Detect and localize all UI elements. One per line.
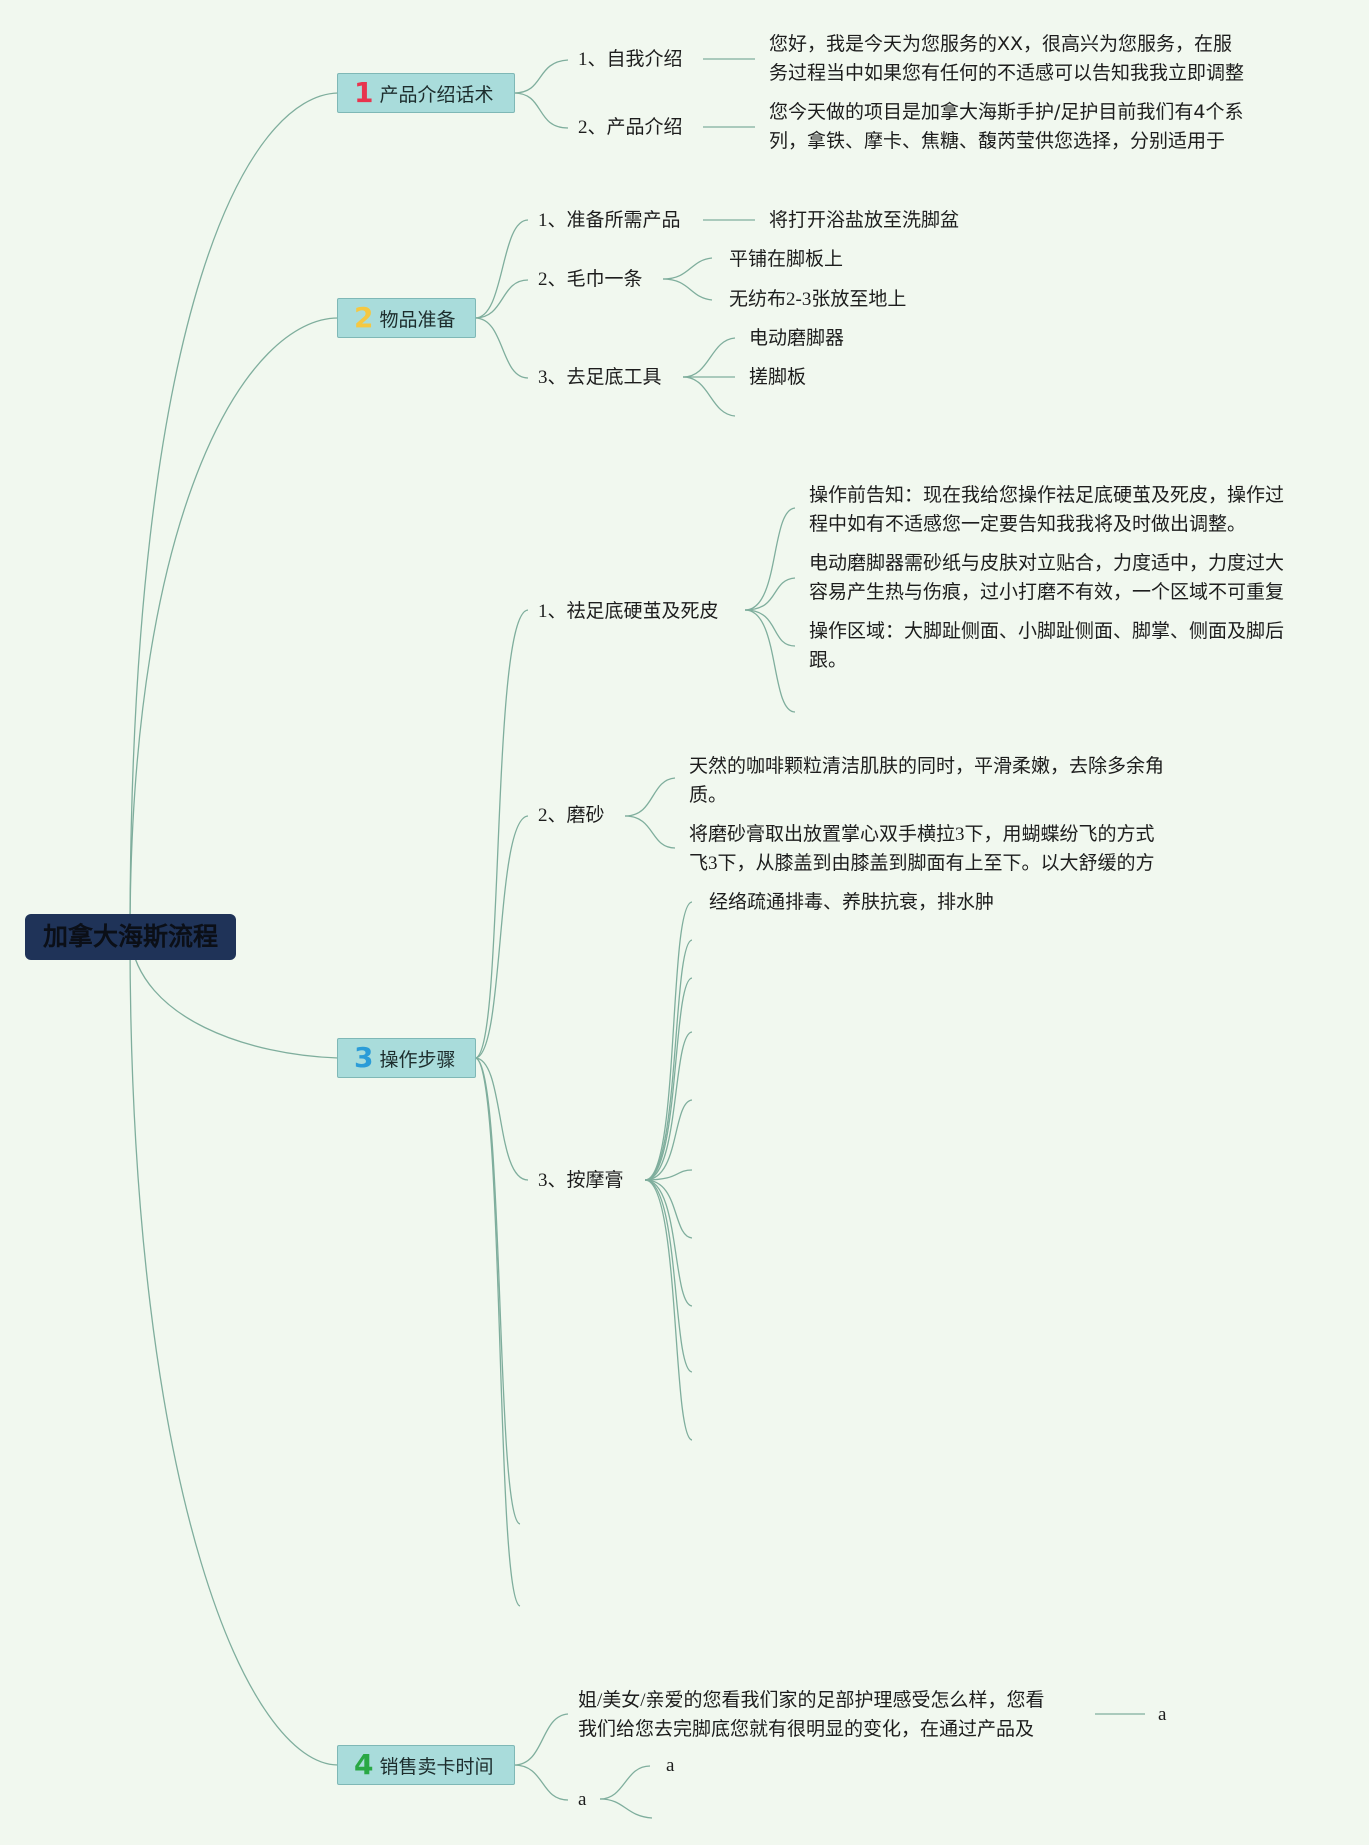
edge-t2c3-item1 — [682, 337, 736, 378]
edge-root-topic3 — [129, 936, 339, 1059]
edge-topic2-child2 — [474, 279, 529, 319]
edge-topic3-child3 — [474, 1057, 529, 1181]
note-line: a — [1158, 1704, 1167, 1725]
edge-t3c2-note1 — [624, 777, 676, 817]
topic-label: 产品介绍话术 — [379, 83, 494, 106]
note-line: 务过程当中如果您有任何的不适感可以告知我我立即调整 — [769, 62, 1245, 84]
note-line: 经络疏通排毒、养肤抗衰，排水肿 — [709, 891, 995, 913]
edge-t3c1-note2 — [744, 577, 796, 611]
edge-topic4-child2 — [513, 1764, 569, 1801]
note-line: 您今天做的项目是加拿大海斯手护/足护目前我们有4个系 — [769, 101, 1244, 123]
list-item[interactable]: 无纺布2-3张放至地上 — [729, 289, 907, 310]
note-line: 您好，我是今天为您服务的XX，很高兴为您服务，在服 — [769, 33, 1233, 55]
subtopic-foot-tools[interactable]: 3、去足底工具 — [538, 367, 662, 388]
note-line: 电动磨脚器需砂纸与皮肤对立贴合，力度适中，力度过大 — [809, 552, 1285, 574]
subtopic-towel[interactable]: 2、毛巾一条 — [538, 269, 643, 290]
edge-topic3-empty1 — [474, 1057, 521, 1525]
edge-t3c3-b9 — [644, 1179, 693, 1441]
subtopic-scrub[interactable]: 2、磨砂 — [538, 805, 605, 826]
edge-topic1-child1 — [513, 59, 569, 94]
note-line: 操作前告知：现在我给您操作祛足底硬茧及死皮，操作过 — [809, 484, 1285, 506]
edge-topic3-child1 — [474, 609, 529, 1059]
edge-t2c3-empty — [682, 376, 736, 417]
note-line: 程中如有不适感您一定要告知我我将及时做出调整。 — [809, 513, 1247, 535]
note-line: 操作区域：大脚趾侧面、小脚趾侧面、脚掌、侧面及脚后 — [809, 620, 1285, 642]
edge-t3c2-note2 — [624, 815, 676, 849]
list-item[interactable]: 平铺在脚板上 — [729, 248, 844, 270]
edge-root-topic1 — [129, 92, 339, 938]
topic-label: 销售卖卡时间 — [379, 1755, 494, 1778]
topic-3[interactable]: 3 操作步骤 — [337, 1038, 476, 1078]
subtopic-sales-script-line2[interactable]: 我们给您去完脚底您就有很明显的变化，在通过产品及 — [578, 1718, 1035, 1740]
edge-t3c3-b4 — [644, 1099, 693, 1181]
topic-number-4: 4 — [354, 1748, 374, 1781]
edge-t3c3-b8 — [644, 1179, 693, 1373]
topic-number-3: 3 — [354, 1041, 374, 1074]
topic-number-2: 2 — [354, 301, 374, 334]
note-line: 列，拿铁、摩卡、焦糖、馥芮莹供您选择，分别适用于 — [769, 130, 1226, 152]
edge-t3c3-b1 — [644, 939, 693, 1181]
edge-t3c3-note1 — [644, 901, 693, 1181]
subtopic-remove-calluses[interactable]: 1、祛足底硬茧及死皮 — [538, 601, 719, 622]
edge-topic1-child2 — [513, 92, 569, 129]
edge-root-topic2 — [129, 317, 339, 938]
subtopic-prepare-products[interactable]: 1、准备所需产品 — [538, 210, 681, 231]
topic-label: 物品准备 — [379, 308, 456, 331]
edge-root-topic4 — [129, 936, 339, 1766]
edge-t3c3-b2 — [644, 977, 693, 1181]
subtopic-sales-script[interactable]: 姐/美女/亲爱的您看我们家的足部护理感受怎么样，您看 — [578, 1690, 1045, 1711]
list-item[interactable]: 搓脚板 — [749, 366, 807, 388]
note-line: 天然的咖啡颗粒清洁肌肤的同时，平滑柔嫩，去除多余角 — [689, 755, 1165, 777]
list-item[interactable]: 电动磨脚器 — [749, 327, 845, 349]
edge-t3c1-empty — [744, 609, 796, 713]
subtopic-massage-cream[interactable]: 3、按摩膏 — [538, 1170, 624, 1191]
edge-t3c1-note1 — [744, 507, 796, 611]
edge-topic2-child3 — [474, 317, 529, 379]
note-line: 跟。 — [809, 649, 848, 671]
edge-topic2-child1 — [474, 219, 529, 319]
edge-t2c2-item2 — [662, 278, 713, 301]
edge-t2c2-item1 — [662, 257, 713, 280]
edge-t3c1-note3 — [744, 609, 796, 647]
edge-t3c3-b7 — [644, 1179, 693, 1307]
topic-label: 操作步骤 — [379, 1048, 456, 1071]
note-line: 容易产生热与伤痕，过小打磨不有效，一个区域不可重复 — [809, 581, 1285, 603]
topic-2[interactable]: 2 物品准备 — [337, 298, 476, 338]
edge-t3c3-b6 — [644, 1179, 693, 1239]
note-line: 将打开浴盐放至洗脚盆 — [769, 209, 960, 231]
topic-1[interactable]: 1 产品介绍话术 — [337, 73, 515, 113]
subtopic-self-intro[interactable]: 1、自我介绍 — [578, 49, 683, 70]
list-item[interactable]: a — [666, 1755, 675, 1776]
note-line: 飞3下，从膝盖到由膝盖到脚面有上至下。以大舒缓的方 — [689, 853, 1155, 874]
edge-topic4-child1 — [513, 1713, 569, 1766]
edge-topic3-child2 — [474, 815, 529, 1059]
edge-t4c2-item1 — [599, 1765, 651, 1800]
topic-number-1: 1 — [354, 76, 374, 109]
subtopic-product-intro[interactable]: 2、产品介绍 — [578, 117, 683, 138]
edge-t3c3-b5 — [644, 1169, 693, 1181]
edge-topic3-empty2 — [474, 1057, 521, 1607]
edge-t3c3-b3 — [644, 1031, 693, 1181]
note-line: 将磨砂膏取出放置掌心双手横拉3下，用蝴蝶纷飞的方式 — [689, 824, 1155, 845]
subtopic-a[interactable]: a — [578, 1789, 587, 1810]
topic-4[interactable]: 4 销售卖卡时间 — [337, 1745, 515, 1785]
note-line: 质。 — [689, 784, 728, 806]
edge-t4c2-empty — [599, 1798, 653, 1819]
root-node[interactable]: 加拿大海斯流程 — [25, 914, 236, 960]
